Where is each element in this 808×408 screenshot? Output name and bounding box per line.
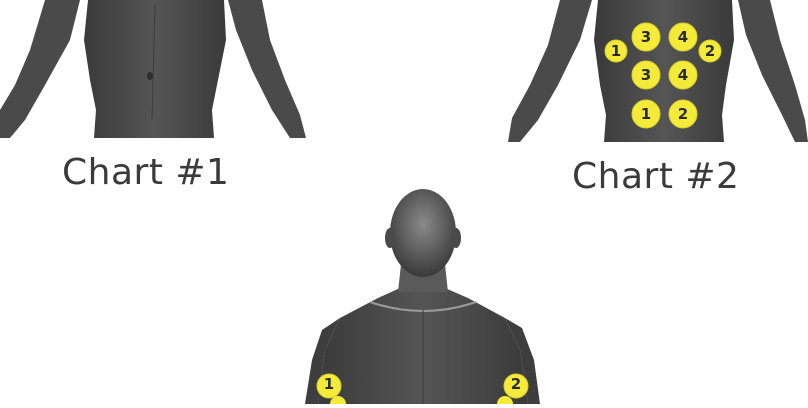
chart3-right-ear <box>451 228 461 248</box>
svg-text:1: 1 <box>324 375 334 393</box>
svg-text:2: 2 <box>678 105 688 123</box>
svg-text:4: 4 <box>678 66 688 84</box>
chart2-marker: 4 <box>669 23 697 51</box>
svg-text:4: 4 <box>678 28 688 46</box>
chart2-right-arm <box>738 0 808 142</box>
chart2-left-arm <box>508 0 592 142</box>
chart2-caption: Chart #2 <box>572 156 739 197</box>
chart1-caption: Chart #1 <box>62 152 229 193</box>
chart3-marker: 2 <box>504 374 528 398</box>
chart2-marker: 3 <box>632 23 660 51</box>
chart2-marker: 2 <box>669 100 697 128</box>
svg-text:2: 2 <box>705 42 715 60</box>
svg-text:1: 1 <box>611 42 621 60</box>
svg-text:1: 1 <box>641 105 651 123</box>
chart3-figure <box>305 189 540 404</box>
chart2-marker: 1 <box>605 40 627 62</box>
chart2-torso <box>594 0 734 142</box>
chart3-left-ear <box>385 228 395 248</box>
chart2-marker: 1 <box>632 100 660 128</box>
chart2-marker: 4 <box>669 61 697 89</box>
chart1-left-arm <box>0 0 80 138</box>
svg-text:3: 3 <box>641 66 651 84</box>
chart3-marker: 1 <box>317 374 341 398</box>
chart1-navel <box>147 72 153 80</box>
chart2-marker: 3 <box>632 61 660 89</box>
chart3-head <box>390 189 456 277</box>
chart2-marker: 2 <box>699 40 721 62</box>
chart1-figure <box>0 0 306 138</box>
svg-text:3: 3 <box>641 28 651 46</box>
chart1-right-arm <box>228 0 306 138</box>
svg-text:2: 2 <box>511 375 521 393</box>
